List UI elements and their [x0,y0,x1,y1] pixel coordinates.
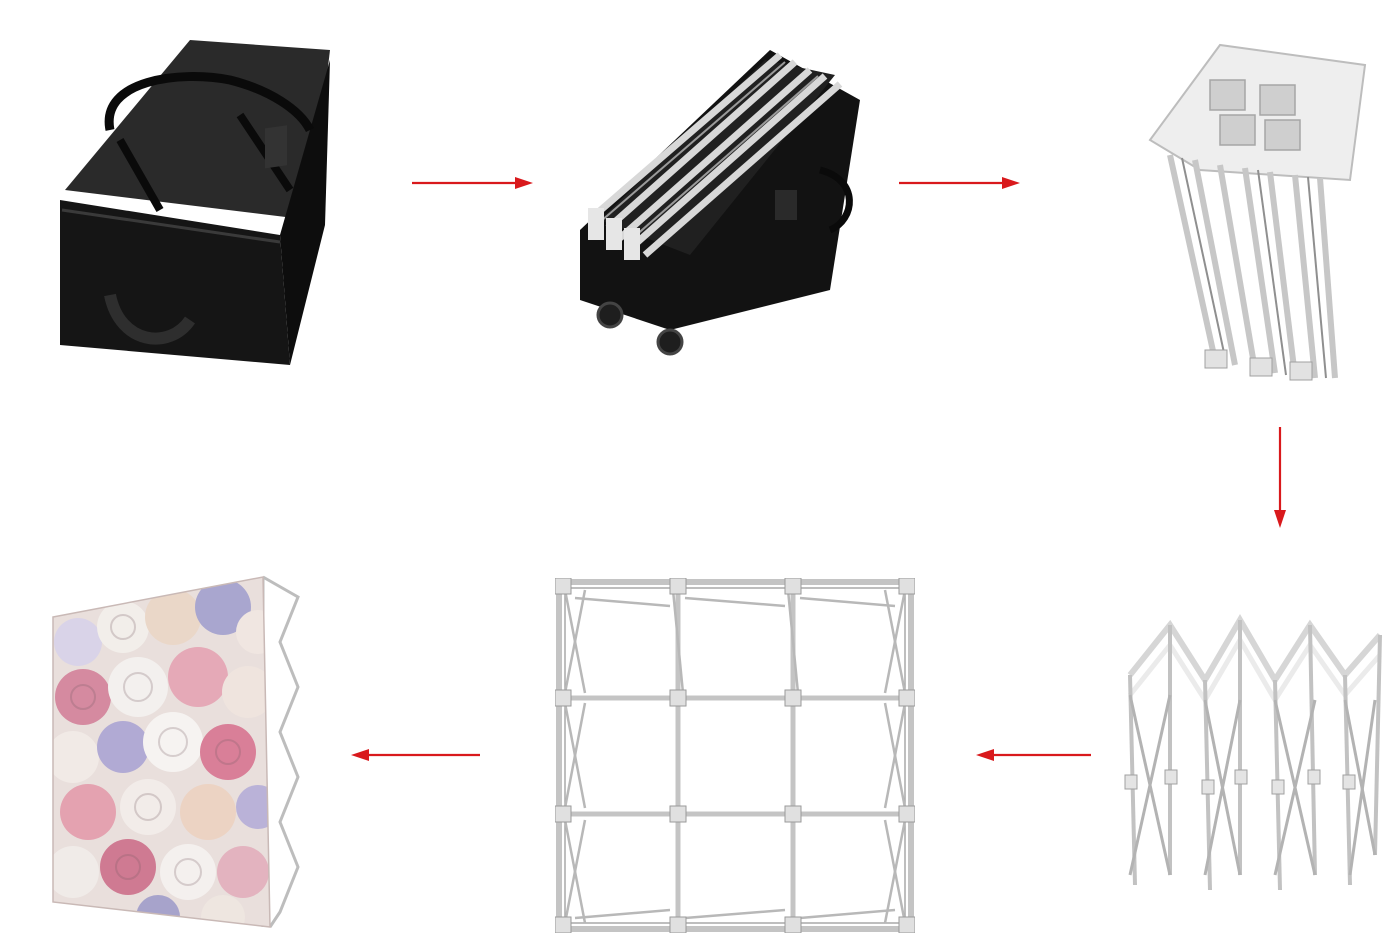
step-partially-expanded [1110,605,1390,900]
arrow-down-icon [1274,427,1286,528]
open-bag-with-folded-frame-icon [580,50,860,356]
closed-carry-bag-icon [60,40,330,365]
step-expanded-frame [555,578,915,933]
folded-frame-bundle-icon [1148,43,1367,381]
arrow-left-icon [976,749,1091,761]
arrow-left-1 [975,746,1093,764]
arrow-right-1 [410,174,535,192]
step-frame-with-fabric [48,572,310,932]
arrow-left-icon [351,749,480,761]
arrow-left-2 [350,746,482,764]
arrow-right-icon [899,177,1020,189]
step-closed-bag [40,20,340,370]
arrow-down-1 [1271,425,1289,530]
arrow-right-2 [897,174,1022,192]
step-folded-frame [1140,40,1370,390]
arrow-right-icon [412,177,533,189]
expanded-frame-grid-icon [555,578,915,933]
frame-with-floral-fabric-icon [52,575,300,928]
partially-expanded-frame-icon [1124,614,1383,891]
step-open-bag [570,40,870,360]
